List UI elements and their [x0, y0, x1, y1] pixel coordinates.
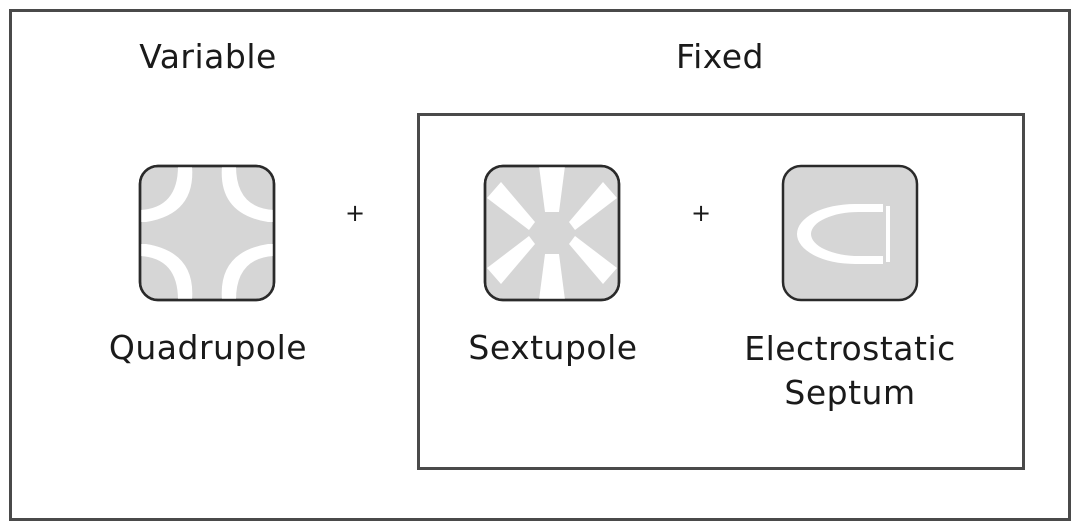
quadrupole-icon — [138, 164, 276, 302]
quadrupole-label: Quadrupole — [108, 328, 308, 367]
fixed-group-frame — [417, 113, 1025, 470]
electrostatic-septum-label: Electrostatic Septum — [744, 329, 956, 412]
variable-heading: Variable — [139, 37, 277, 76]
sextupole-label: Sextupole — [468, 328, 638, 367]
electrostatic-septum-icon — [781, 164, 919, 302]
plus-operator: + — [345, 199, 366, 227]
fixed-heading: Fixed — [675, 37, 764, 76]
sextupole-icon — [483, 164, 621, 302]
plus-operator: + — [691, 199, 712, 227]
outer-frame — [9, 9, 1071, 521]
